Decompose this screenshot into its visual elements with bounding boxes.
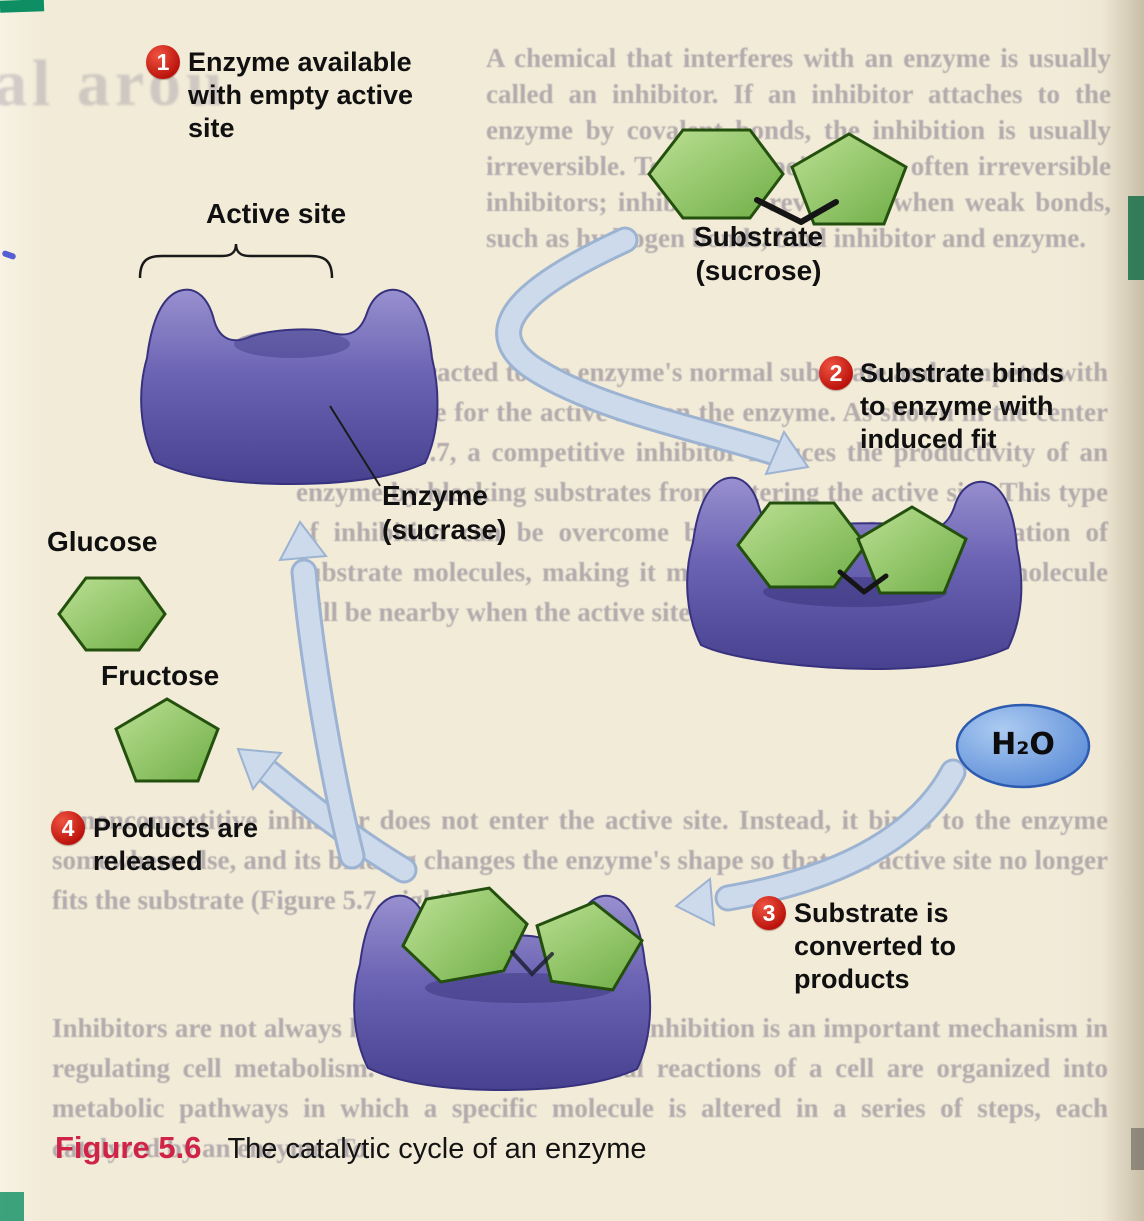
step-2-number: 2 [829,359,843,386]
figure-caption: Figure 5.6 The catalytic cycle of an enz… [55,1130,647,1166]
enzyme-label-pointer [329,405,381,487]
product-cleft [510,950,554,977]
enzyme-label-sub: (sucrase) [382,513,507,545]
fructose-label: Fructose [101,660,220,691]
active-site-label: Active site [206,198,347,229]
scan-artifact-right-edge [1128,196,1144,280]
glucose-label: Glucose [47,526,158,557]
bound-substrate-bond [837,569,889,595]
fructose-pentagon [114,697,220,783]
enzyme-2-shape [686,476,1023,671]
page-edge-shadow [1102,0,1144,1221]
substrate-bond [754,197,839,225]
scan-artifact-right-smudge [1131,1128,1144,1170]
figure-number: Figure 5.6 [55,1130,202,1165]
substrate-label: Substrate (sucrose) [636,220,881,287]
product-pentagon [535,900,644,992]
step-2-text: Substrate binds to enzyme with induced f… [860,358,1065,454]
step-1-number: 1 [156,48,170,75]
step-3-number: 3 [762,899,776,926]
arrow-cycle-return [278,520,366,870]
scan-artifact-top-left [0,0,45,13]
water-ellipse [955,703,1091,789]
figure-caption-text: The catalytic cycle of an enzyme [227,1133,647,1165]
arrow-products-released [236,747,418,884]
step-1-text: Enzyme available with empty active site [188,47,414,143]
active-site-brace [138,243,334,279]
scan-artifact-bottom-left [0,1192,24,1221]
substrate-pentagon [790,132,908,226]
substrate-hexagon [647,128,785,220]
enzyme-1-groove-shadow [234,330,350,358]
step-4-badge: 4 [51,811,85,845]
step-4-number: 4 [61,814,75,841]
step-1-badge: 1 [146,45,180,79]
arrow-water-to-enzyme [674,758,967,927]
enzyme-1-shape [140,288,439,486]
glucose-hexagon [57,576,167,652]
step-3-badge: 3 [752,896,786,930]
bound-substrate-pentagon [856,505,968,595]
enzyme-label: Enzyme (sucrase) [382,479,562,546]
enzyme-label-name: Enzyme [382,480,488,511]
step-2-badge: 2 [819,356,853,390]
step-3-text: Substrate is converted to products [794,898,957,994]
step-4-text: Products are released [93,813,259,876]
substrate-label-name: Substrate [693,221,824,252]
substrate-label-sub: (sucrose) [695,254,822,286]
bleedthrough-heading: al arou [0,47,228,120]
product-hexagon [401,886,529,984]
arrow-substrate-to-enzyme [495,226,810,476]
water-label: H₂O [991,727,1055,762]
